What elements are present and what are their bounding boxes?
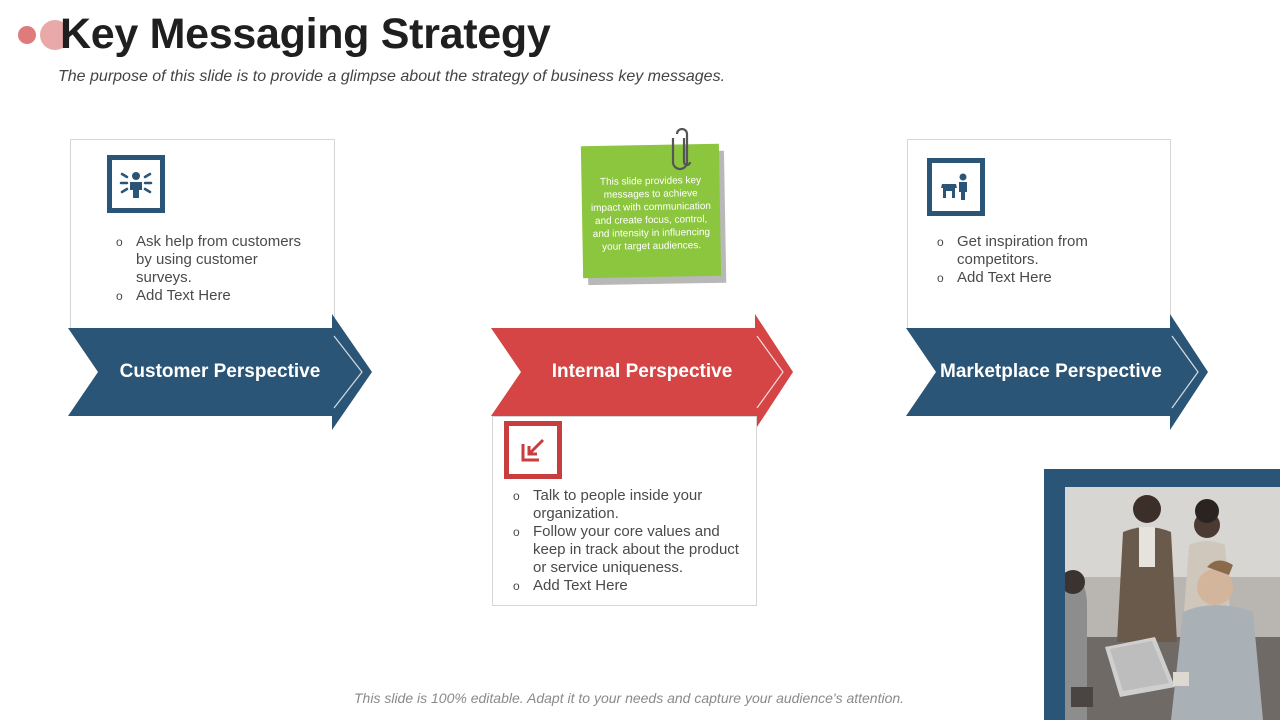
list-item: Ask help from customers by using custome… [116,233,316,287]
marketplace-perspective-arrow: Marketplace Perspective [906,314,1208,430]
shop-person-icon [927,158,985,216]
decor-dot-large [40,20,70,50]
list-item: Add Text Here [937,269,1147,287]
customer-perspective-label: Customer Perspective [119,361,321,382]
list-item: Add Text Here [116,287,316,305]
sticky-note: This slide provides key messages to achi… [580,143,722,279]
arrow-in-box-icon [504,421,562,479]
list-item: Talk to people inside your organization. [513,487,753,523]
page-subtitle: The purpose of this slide is to provide … [58,68,726,85]
list-item: Follow your core values and keep in trac… [513,523,753,577]
internal-bullet-list: Talk to people inside your organization.… [513,487,753,595]
internal-perspective-label: Internal Perspective [551,361,733,382]
customer-bullet-list: Ask help from customers by using custome… [116,233,316,305]
list-item: Add Text Here [513,577,753,595]
decor-dot-small [18,26,36,44]
marketplace-bullet-list: Get inspiration from competitors. Add Te… [937,233,1147,287]
internal-perspective-arrow: Internal Perspective [491,314,793,430]
presenter-icon [107,155,165,213]
marketplace-perspective-label: Marketplace Perspective [940,361,1162,382]
customer-perspective-arrow: Customer Perspective [68,314,372,430]
team-photo [1065,487,1280,720]
page-title: Key Messaging Strategy [60,10,551,58]
paperclip-icon [670,127,696,179]
list-item: Get inspiration from competitors. [937,233,1147,269]
footer-note: This slide is 100% editable. Adapt it to… [354,690,905,706]
